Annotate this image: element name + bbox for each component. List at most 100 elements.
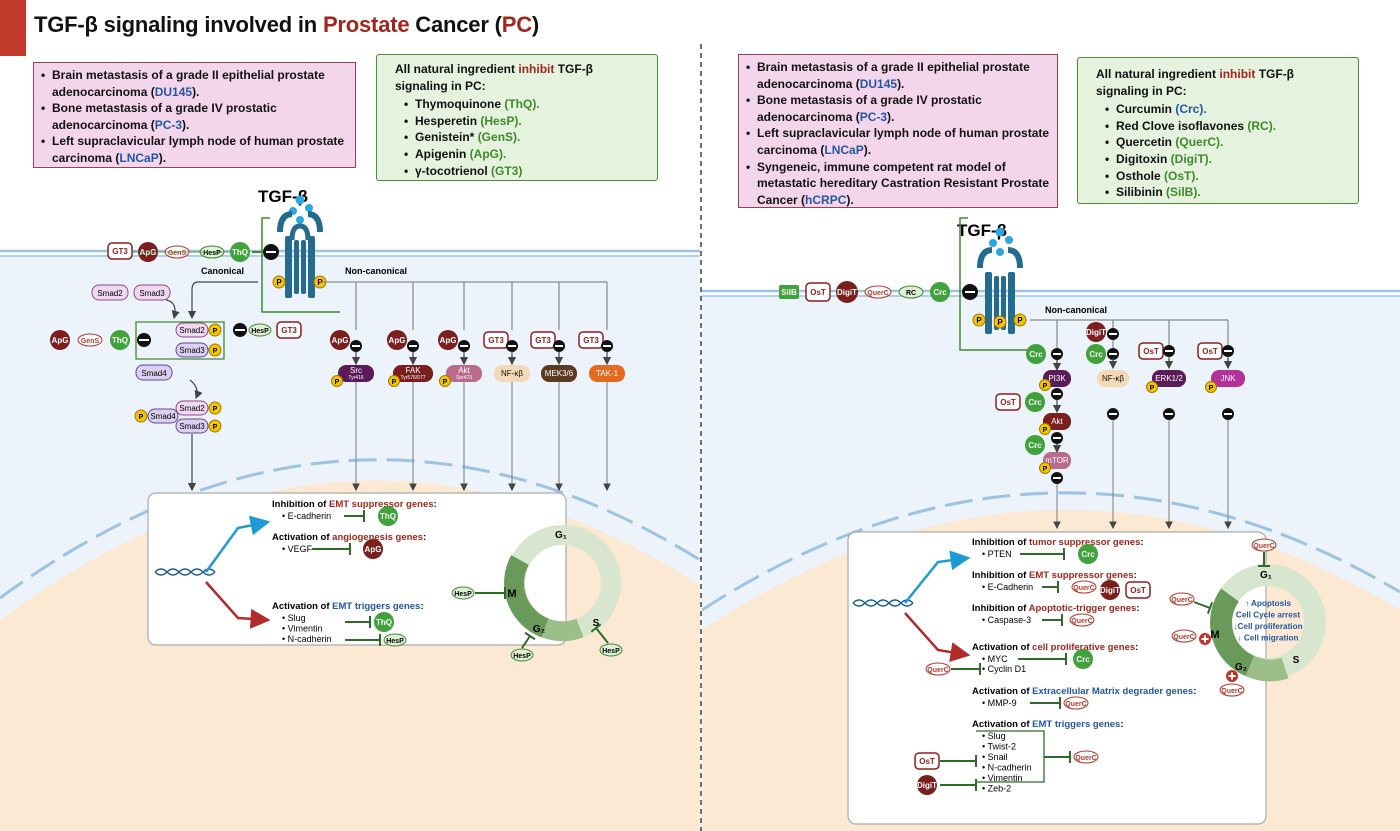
inhibitor-item: Curcumin (Crc). — [1104, 101, 1348, 118]
gene-name: • N-cadherin — [282, 634, 332, 644]
drug-label: ApG — [365, 545, 382, 554]
kinase-label: FAK — [405, 366, 421, 375]
phospho-label: P — [392, 379, 397, 386]
canonical-label: Canonical — [201, 266, 244, 276]
gene-name: • Slug — [282, 613, 306, 623]
inhibition-line — [1193, 601, 1211, 609]
right-cell-lines-box: Brain metastasis of a grade II epithelia… — [738, 54, 1058, 208]
svg-text:SilB: SilB — [781, 288, 797, 297]
drug-ost-icon: OsT — [1138, 342, 1164, 360]
left-dna-icon — [154, 568, 216, 576]
phase-g2-label: G₂ — [533, 624, 545, 635]
right-ligand-dots — [989, 227, 1013, 256]
right-cell-cycle — [1210, 564, 1326, 682]
gene-name: • E-Cadherin — [982, 582, 1033, 592]
right-dna-icon — [852, 599, 914, 607]
phospho-site — [439, 375, 451, 387]
drug-digit-icon: DigiT — [1086, 322, 1106, 342]
left-nuclear-envelope — [0, 458, 701, 600]
drug-label: DigiT — [1100, 586, 1120, 595]
phospho-label: P — [1209, 385, 1214, 392]
gene-name: • Twist-2 — [982, 742, 1016, 752]
drug-querc-icon: QuerC — [1171, 629, 1197, 643]
drug-querc-icon: QuerC — [925, 662, 951, 676]
right-tgfb-receptor — [977, 247, 1023, 334]
left-tgfb-receptor — [277, 211, 323, 298]
svg-text:HesP: HesP — [251, 328, 269, 335]
cycle-effect-label: ↑ Apoptosis — [1245, 599, 1292, 608]
inhibitor-item: Hesperetin (HesP). — [403, 113, 647, 130]
drug-label: QuerC — [1171, 597, 1192, 604]
kinase-label: Akt — [458, 366, 470, 375]
phospho-label: P — [1150, 385, 1155, 392]
gene-name: • MMP-9 — [982, 698, 1017, 708]
phospho-site — [388, 375, 400, 387]
canonical-arrow — [187, 281, 258, 320]
kinase-pill — [338, 365, 374, 382]
gene-name: • Caspase-3 — [982, 615, 1031, 625]
phospho-site — [1039, 379, 1051, 391]
phase-g1-label: G₁ — [555, 530, 567, 541]
phospho-site — [1039, 423, 1051, 435]
gene-name: • Snail — [982, 752, 1008, 762]
block-icon — [1051, 472, 1063, 484]
phospho-label: P — [1043, 466, 1048, 473]
inhibition-line — [521, 635, 531, 649]
drug-apg-icon: ApG — [330, 330, 350, 350]
gene-name: • Vimentin — [282, 624, 323, 634]
phospho-site — [1205, 381, 1217, 393]
drug-crc-icon: Crc — [1086, 344, 1106, 364]
drug-label: OsT — [1000, 398, 1016, 407]
right-inhibitors-box: All natural ingredient inhibit TGF-β sig… — [1077, 57, 1359, 204]
svg-text:ApG: ApG — [52, 336, 69, 345]
cell-line-item: Syngeneic, immune competent rat model of… — [745, 159, 1051, 209]
drug-label: QuerC — [1071, 618, 1092, 625]
kinase-label: JNK — [1220, 374, 1236, 383]
block-icon — [458, 340, 470, 352]
svg-text:Smad3: Smad3 — [139, 289, 165, 298]
kinase-label: Src — [350, 366, 362, 375]
svg-text:P: P — [1017, 316, 1023, 325]
svg-text:QuerC: QuerC — [867, 290, 888, 297]
kinase-label: mTOR — [1045, 456, 1069, 465]
drug-label: HesP — [513, 653, 531, 660]
cell-line-item: Left supraclavicular lymph node of human… — [745, 125, 1051, 158]
drug-apg-icon: ApG — [363, 539, 383, 559]
drug-querc-icon: QuerC — [1251, 538, 1277, 552]
svg-text:DigiT: DigiT — [837, 288, 857, 297]
figure-title: TGF-β signaling involved in Prostate Can… — [34, 12, 540, 37]
drug-apg-icon: ApG — [387, 330, 407, 350]
block-icon — [553, 340, 565, 352]
kinase-label: PI3K — [1048, 374, 1066, 383]
block-icon — [1051, 432, 1063, 444]
left-inhibitors-box: All natural ingredient inhibit TGF-β sig… — [376, 54, 658, 181]
drug-crc-icon: Crc — [1026, 344, 1046, 364]
block-icon — [1051, 388, 1063, 400]
drug-ost-icon: OsT — [995, 393, 1021, 411]
right-noncanonical-label: Non-canonical — [1045, 305, 1107, 315]
phospho-site — [1146, 381, 1158, 393]
block-icon — [1222, 408, 1234, 420]
drug-label: ApG — [389, 336, 406, 345]
drug-gt3-icon: GT3 — [530, 331, 556, 349]
block-icon — [407, 340, 419, 352]
cycle-effect-label: Cell Cycle arrest — [1236, 611, 1300, 620]
svg-text:GT3: GT3 — [112, 247, 128, 256]
phase-g1-label: G₁ — [1260, 570, 1272, 581]
left-receptor-phospho: P P — [272, 275, 327, 289]
drug-label: HesP — [386, 638, 404, 645]
drug-crc-icon: Crc — [1025, 435, 1045, 455]
kinase-label: MEK3/6 — [545, 369, 574, 378]
drug-label: GT3 — [535, 336, 551, 345]
block-icon — [1222, 345, 1234, 357]
block-icon — [601, 340, 613, 352]
kinase-pill — [1211, 370, 1245, 387]
right-membrane-drugs: SilB OsT DigiT QuerC RC Crc — [779, 281, 950, 303]
drug-label: QuerC — [1073, 585, 1094, 592]
drug-gt3-icon: GT3 — [483, 331, 509, 349]
inhibitor-item: Osthole (OsT). — [1104, 168, 1348, 185]
svg-text:P: P — [997, 318, 1003, 327]
gene-group-heading: Activation of EMT triggers genes: — [272, 601, 424, 612]
title-accent-bar — [0, 0, 26, 56]
